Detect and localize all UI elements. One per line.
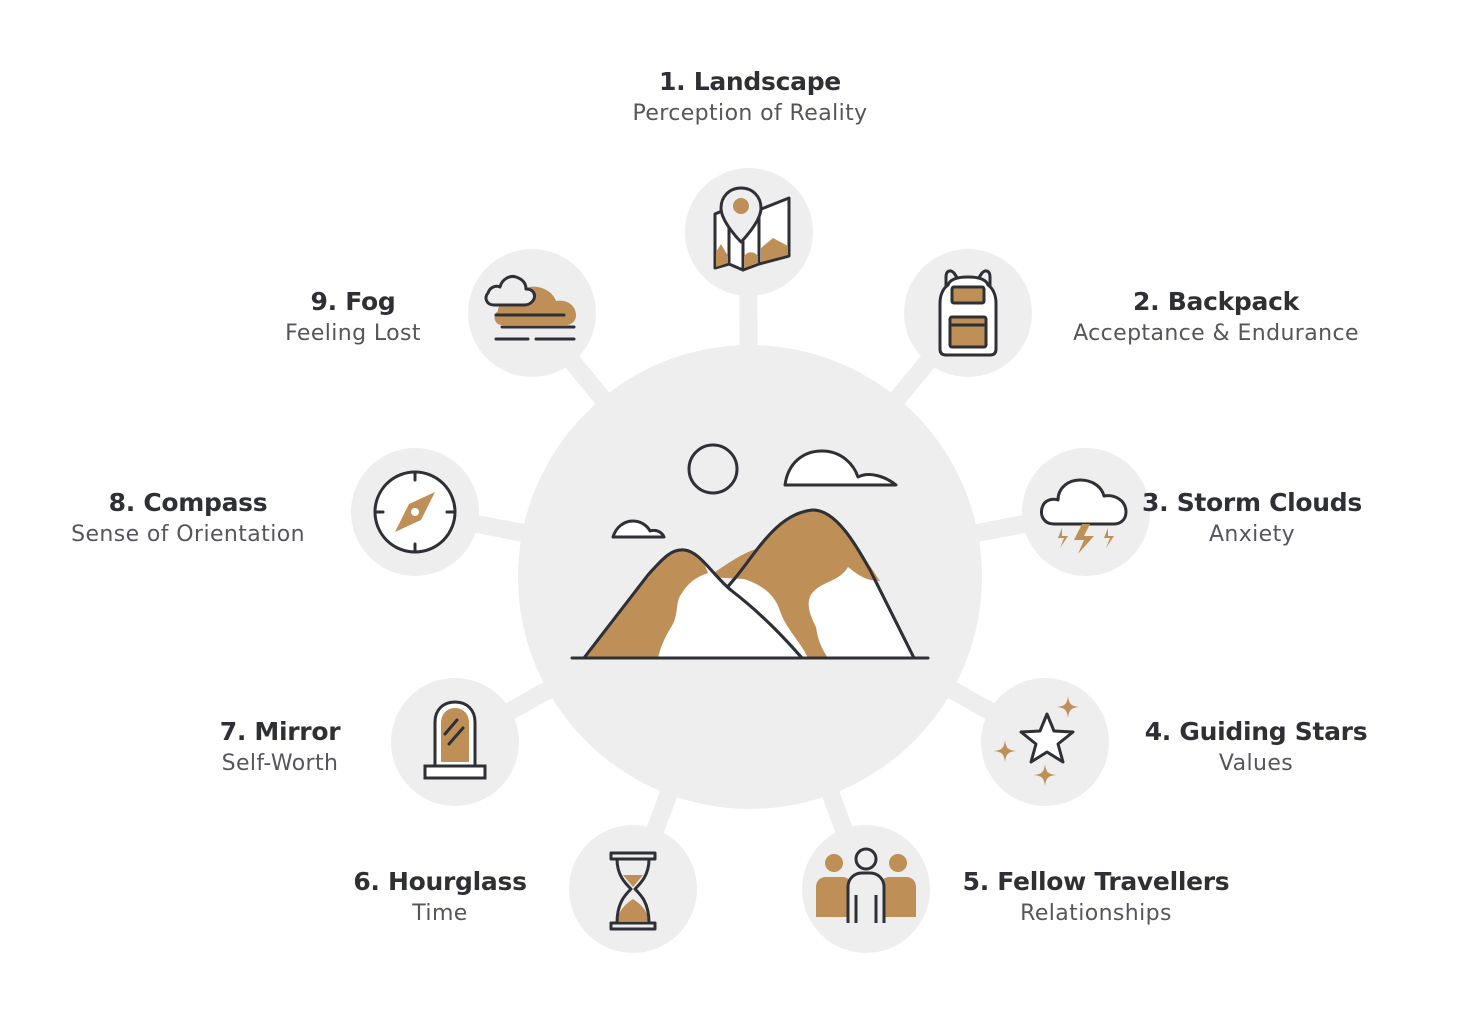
- label-title: 8. Compass: [108, 488, 268, 517]
- node-guiding-stars: [981, 678, 1109, 806]
- label-title: 5. Fellow Travellers: [962, 867, 1230, 896]
- node-mirror: [391, 678, 519, 806]
- label-title: 3. Storm Clouds: [1142, 488, 1362, 517]
- label-mirror: 7. Mirror Self-Worth: [70, 716, 490, 780]
- label-title: 1. Landscape: [659, 67, 841, 96]
- label-title: 7. Mirror: [219, 717, 341, 746]
- node-storm-clouds: [1022, 448, 1150, 576]
- label-title: 9. Fog: [310, 287, 396, 316]
- hourglass-icon: [609, 851, 657, 931]
- central-hub: [518, 345, 982, 809]
- node-landscape: [685, 168, 813, 296]
- label-subtitle: Relationships: [1020, 901, 1172, 926]
- fog-icon: [484, 275, 576, 341]
- map-pin-icon: [713, 186, 791, 272]
- label-subtitle: Time: [412, 901, 468, 926]
- label-landscape: 1. Landscape Perception of Reality: [540, 66, 960, 130]
- label-subtitle: Feeling Lost: [285, 321, 421, 346]
- node-fog: [468, 249, 596, 377]
- label-subtitle: Acceptance & Endurance: [1073, 321, 1359, 346]
- label-subtitle: Perception of Reality: [632, 101, 868, 126]
- label-fellow-travellers: 5. Fellow Travellers Relationships: [896, 866, 1296, 930]
- node-fellow-travellers: [802, 825, 930, 953]
- compass-icon: [373, 470, 457, 554]
- storm-cloud-icon: [1040, 478, 1128, 554]
- label-storm-clouds: 3. Storm Clouds Anxiety: [1052, 487, 1452, 551]
- label-fog: 9. Fog Feeling Lost: [143, 286, 563, 350]
- node-backpack: [904, 249, 1032, 377]
- label-subtitle: Sense of Orientation: [71, 522, 305, 547]
- label-subtitle: Anxiety: [1208, 522, 1296, 547]
- label-title: 6. Hourglass: [353, 867, 527, 896]
- mirror-icon: [423, 700, 487, 780]
- label-compass: 8. Compass Sense of Orientation: [0, 487, 376, 551]
- mountain-landscape-icon: [570, 443, 930, 660]
- people-icon: [816, 847, 916, 923]
- node-compass: [351, 448, 479, 576]
- node-hourglass: [569, 825, 697, 953]
- label-subtitle: Values: [1218, 751, 1294, 776]
- label-title: 4. Guiding Stars: [1144, 717, 1368, 746]
- label-backpack: 2. Backpack Acceptance & Endurance: [1006, 286, 1426, 350]
- label-subtitle: Self-Worth: [221, 751, 339, 776]
- backpack-icon: [938, 269, 998, 357]
- stars-icon: [994, 696, 1079, 786]
- label-hourglass: 6. Hourglass Time: [230, 866, 650, 930]
- label-title: 2. Backpack: [1133, 287, 1299, 316]
- label-guiding-stars: 4. Guiding Stars Values: [1046, 716, 1466, 780]
